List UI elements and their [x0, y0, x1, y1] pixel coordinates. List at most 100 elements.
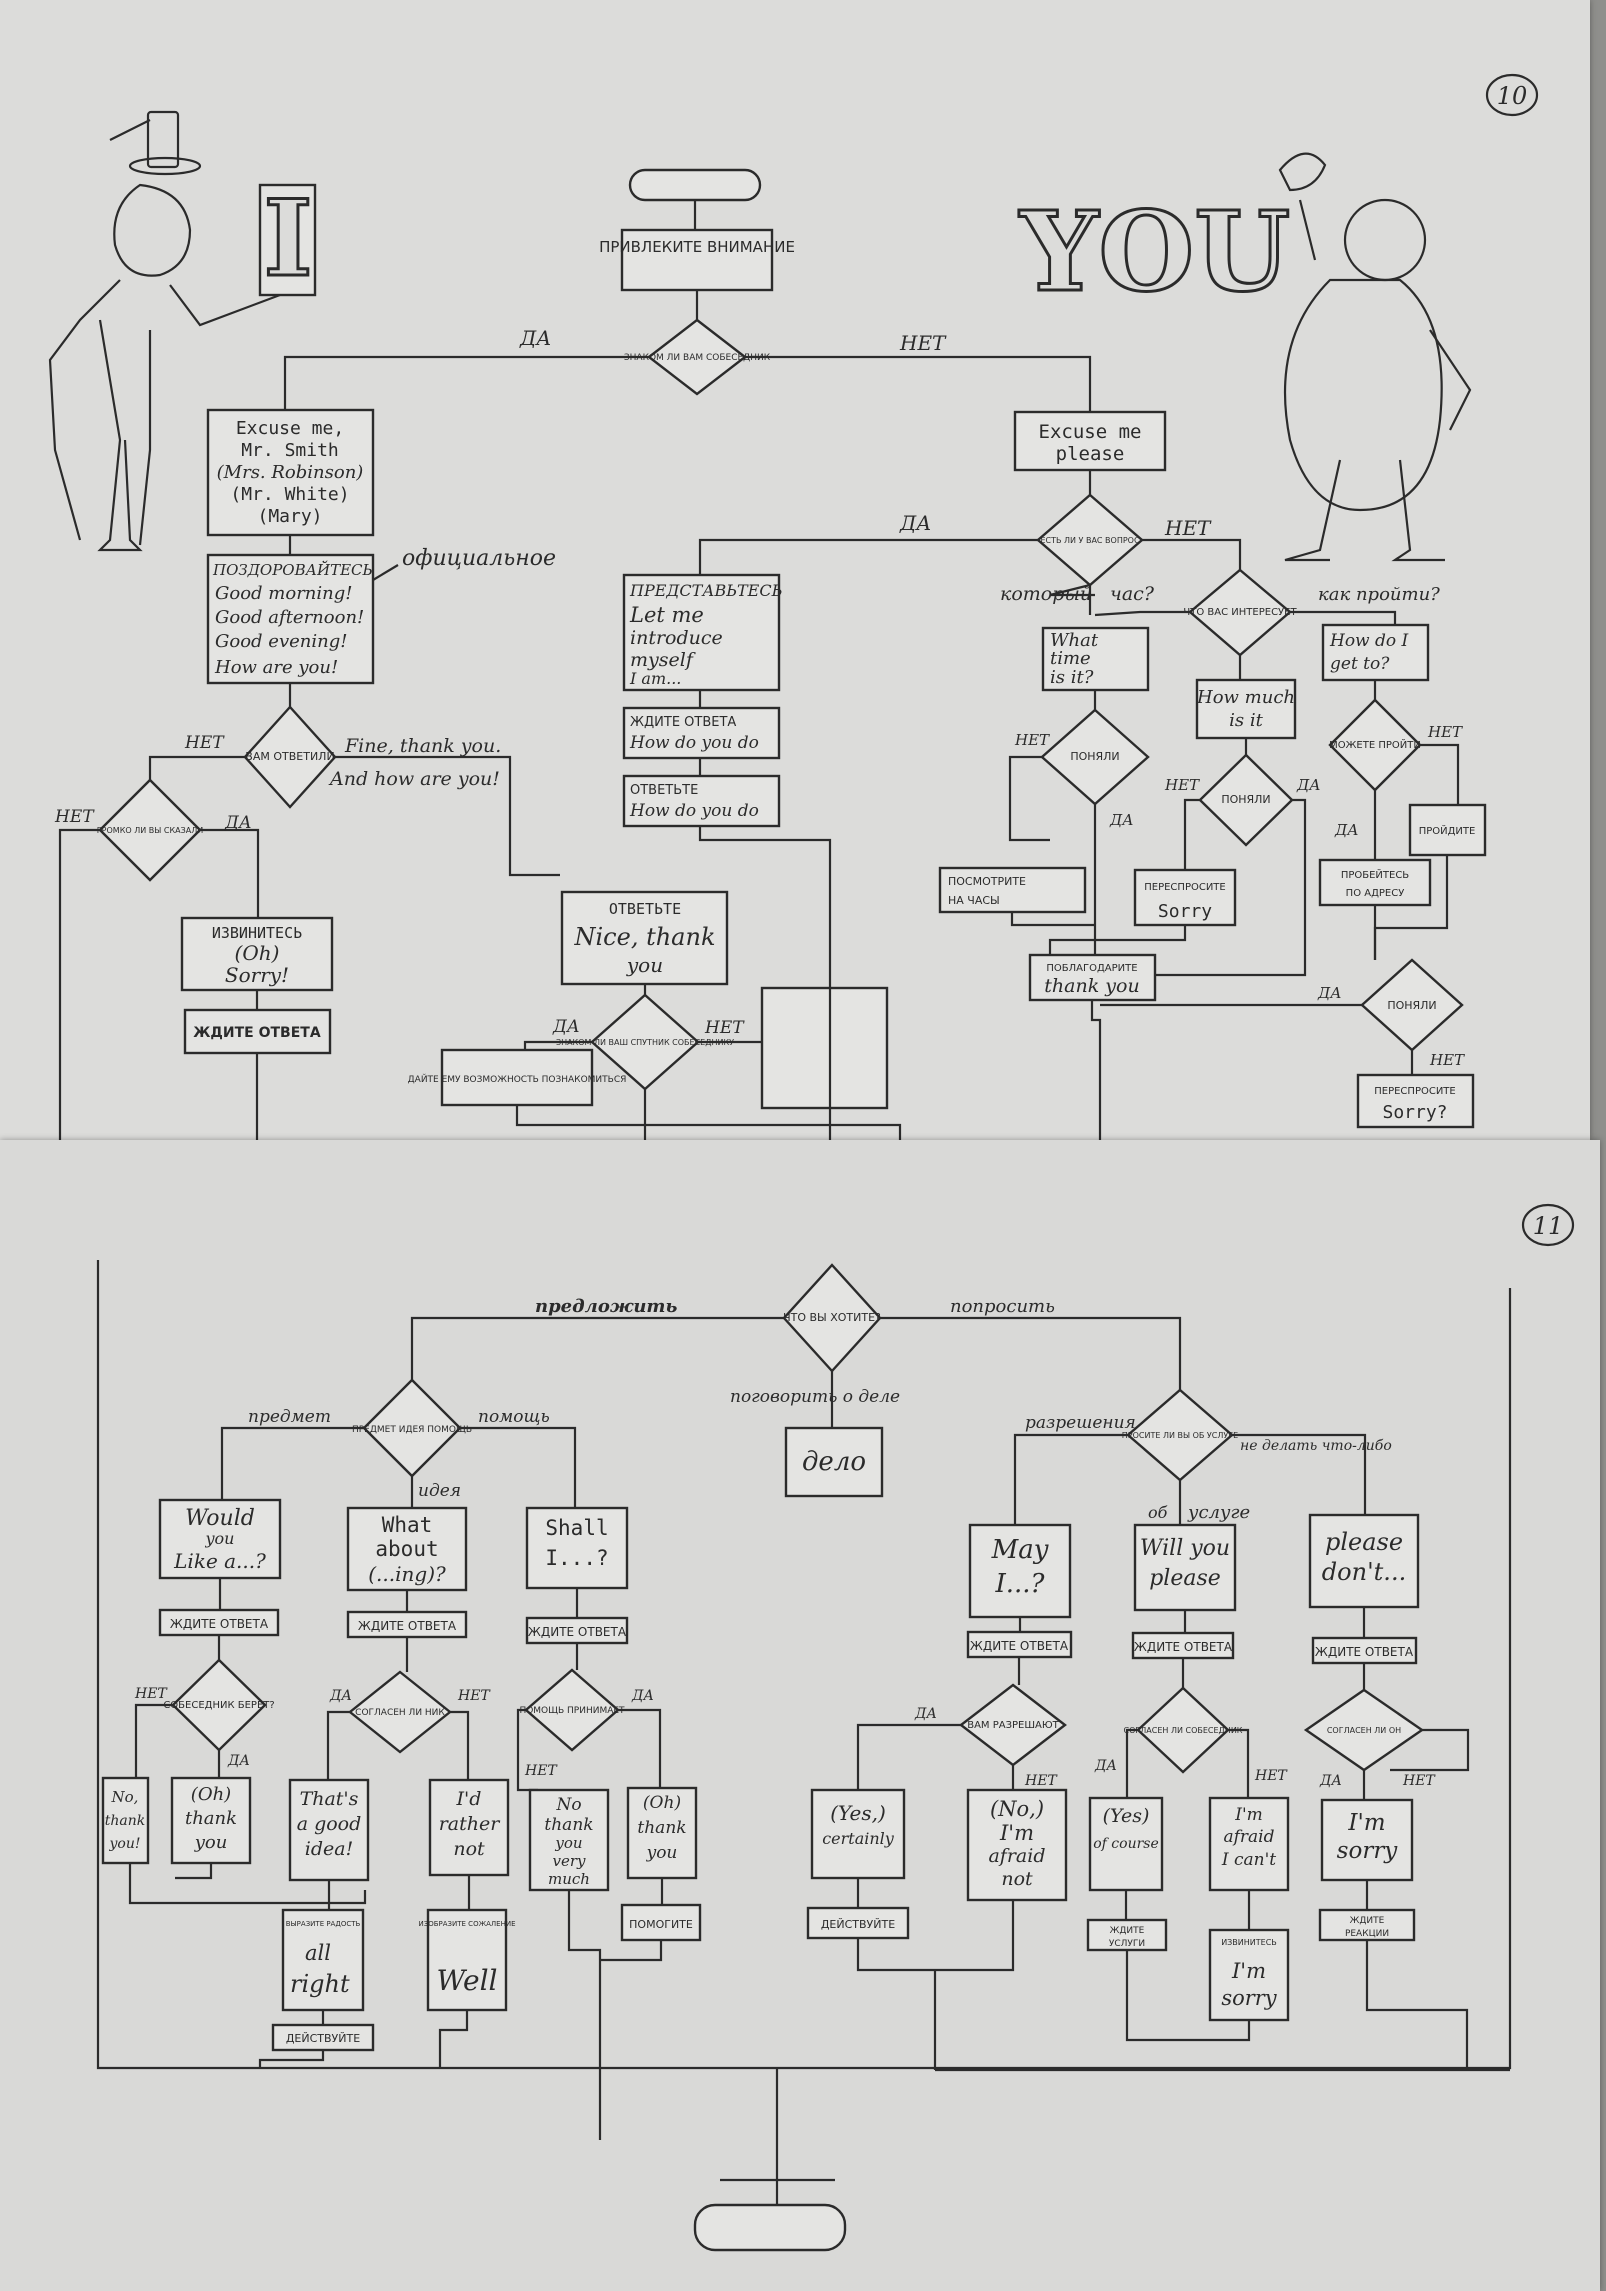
flowchart-1-canvas: 10 I YOU ПРИВЛЕКИТЕ ВНИМАНИЕ ЗНАКОМ ЛИ В…	[48, 73, 1539, 1140]
wait2-box	[622, 706, 781, 760]
im-sorry-box	[1320, 1798, 1414, 1882]
title-you: YOU	[1019, 187, 1290, 316]
svg-text:How are you!: How are you!	[214, 657, 338, 678]
decision-accept-text: ПОМОЩЬ ПРИНИМАЕТ	[519, 1706, 625, 1716]
empty-box	[760, 986, 889, 1110]
certainly-line-1: (Yes,)	[830, 1801, 886, 1825]
wait-reaction-line-2: РЕАКЦИИ	[1345, 1929, 1389, 1939]
label-no-und2: НЕТ	[1164, 776, 1200, 794]
how-do-i-box	[1321, 623, 1430, 682]
help-label: помощь	[478, 1407, 550, 1427]
label-yes-und2: ДА	[1296, 776, 1321, 794]
oh-thank-box	[170, 1776, 252, 1865]
decision-agree	[348, 1670, 452, 1754]
svg-text:Mr. Smith: Mr. Smith	[241, 440, 339, 461]
wait-text-4: ЖДИТЕ ОТВЕТА	[970, 1639, 1069, 1653]
good-idea-box	[288, 1778, 370, 1882]
wait-box-6	[1311, 1636, 1418, 1665]
wait-answer-box	[183, 1008, 332, 1055]
label-yes-agree2: ДА	[1094, 1758, 1117, 1774]
fat-man-illustration	[1278, 152, 1472, 562]
label-no-takes: НЕТ	[134, 1686, 168, 1702]
how-much-line-1: How much	[1196, 687, 1295, 708]
decision-allowed-text: ВАМ РАЗРЕШАЮТ	[967, 1720, 1059, 1731]
fine-line-1: Fine, thank you.	[344, 735, 501, 757]
label-no-answered: НЕТ	[184, 733, 225, 753]
how-much-box	[1195, 678, 1297, 740]
all-right-line-2: all	[305, 1941, 331, 1965]
of-course-line-2: of course	[1093, 1836, 1159, 1852]
label-yes-question: ДА	[899, 511, 931, 535]
label-no-agree: НЕТ	[457, 1688, 491, 1704]
would-line-2: you	[205, 1529, 235, 1548]
wait-service-line-1: ЖДИТЕ	[1110, 1926, 1145, 1936]
would-line-3: Like a...?	[173, 1549, 266, 1573]
answer-nice-line-3: you	[626, 953, 663, 977]
label-no-agree2: НЕТ	[1254, 1768, 1288, 1784]
how-go-label: как пройти?	[1318, 584, 1440, 605]
attract-text: ПРИВЛЕКИТЕ ВНИМАНИЕ	[599, 238, 795, 256]
good-idea-line-1: That's	[300, 1788, 359, 1810]
decision-agree2	[1136, 1686, 1230, 1774]
not-do-label: не делать что-либо	[1240, 1438, 1392, 1454]
page-number-2: 11	[1533, 1212, 1564, 1240]
page-number-circle-2	[1521, 1203, 1575, 1247]
label-no-passed: НЕТ	[1427, 723, 1463, 741]
oh-thank-line-1: (Oh)	[191, 1784, 231, 1805]
greet-note: официальное	[402, 546, 556, 571]
cant-line-1: I'm	[1234, 1805, 1263, 1825]
no-thank-box	[101, 1776, 150, 1865]
look-watch-line-2: НА ЧАСЫ	[948, 894, 1000, 907]
svg-text:(Mrs. Robinson): (Mrs. Robinson)	[217, 462, 364, 483]
oh-thank2-line-2: thank	[637, 1818, 686, 1838]
ask-way-line-2: ПО АДРЕСУ	[1346, 888, 1405, 899]
sorry2-line-1: ПЕРЕСПРОСИТЕ	[1144, 882, 1225, 893]
wait-answer-text: ЖДИТЕ ОТВЕТА	[193, 1025, 321, 1041]
decision-interest-text: ЧТО ВАС ИНТЕРЕСУЕТ	[1183, 607, 1297, 618]
act-box-1	[271, 2023, 375, 2052]
wait-text-3: ЖДИТЕ ОТВЕТА	[528, 1625, 627, 1639]
may-line-1: May	[991, 1535, 1049, 1565]
im-sorry2-line-2: I'm	[1231, 1959, 1266, 1983]
label-no-loud: НЕТ	[54, 807, 95, 827]
what-time-line-1: What	[1050, 630, 1099, 651]
wait-text-2: ЖДИТЕ ОТВЕТА	[358, 1619, 457, 1633]
what-time-line-3: is it?	[1050, 667, 1094, 688]
im-sorry-line-1: I'm	[1347, 1810, 1385, 1836]
will-box	[1133, 1523, 1237, 1612]
how-do-i-line-1: How do I	[1329, 631, 1409, 651]
would-line-1: Would	[185, 1506, 255, 1531]
svg-text:Excuse me,: Excuse me,	[236, 418, 344, 439]
introduce-box	[622, 573, 781, 692]
label-yes-und1: ДА	[1109, 811, 1134, 829]
end-terminator	[693, 2203, 847, 2252]
afraid-not-line-2: I'm	[999, 1821, 1034, 1845]
im-sorry2-line-3: sorry	[1221, 1986, 1277, 2010]
svg-text:myself: myself	[630, 649, 696, 671]
offer-label: предложить	[535, 1296, 677, 1317]
gentleman-illustration	[48, 110, 281, 552]
greet-lines: ПОЗДОРОВАЙТЕСЬ Good morning! Good aftern…	[212, 560, 373, 678]
label-yes-agree3: ДА	[1319, 1773, 1342, 1789]
fine-line-2: And how are you!	[328, 768, 500, 790]
svg-text:ПОЗДОРОВАЙТЕСЬ: ПОЗДОРОВАЙТЕСЬ	[212, 560, 373, 579]
label-no-und3: НЕТ	[1429, 1051, 1465, 1069]
wait-box-4	[966, 1630, 1073, 1659]
wait2-line-1: ЖДИТЕ ОТВЕТА	[630, 715, 736, 730]
hour-label: час?	[1110, 583, 1155, 605]
outer-frame	[96, 1260, 1512, 2070]
flowchart-page-10: 10 I YOU ПРИВЛЕКИТЕ ВНИМАНИЕ ЗНАКОМ ЛИ В…	[0, 0, 1590, 1140]
decision-ask-text: ПРОСИТЕ ЛИ ВЫ ОБ УСЛУГЕ	[1122, 1431, 1238, 1440]
well-line-1: ИЗОБРАЗИТЕ СОЖАЛЕНИЕ	[418, 1920, 515, 1928]
page-number-circle	[1485, 73, 1539, 117]
shall-line-2: I...?	[545, 1546, 608, 1570]
nty-line-2: thank	[544, 1815, 593, 1835]
answer-line-1: ОТВЕТЬТЕ	[630, 783, 698, 798]
afraid-not-line-1: (No,)	[990, 1797, 1044, 1821]
wait2-line-2: How do you do	[629, 733, 759, 753]
answer-box	[622, 774, 781, 828]
title-i: I	[263, 176, 312, 300]
repeat-box	[1356, 1073, 1475, 1129]
rather-not-line-1: I'd	[456, 1788, 482, 1810]
rather-not-line-2: rather	[439, 1813, 502, 1835]
